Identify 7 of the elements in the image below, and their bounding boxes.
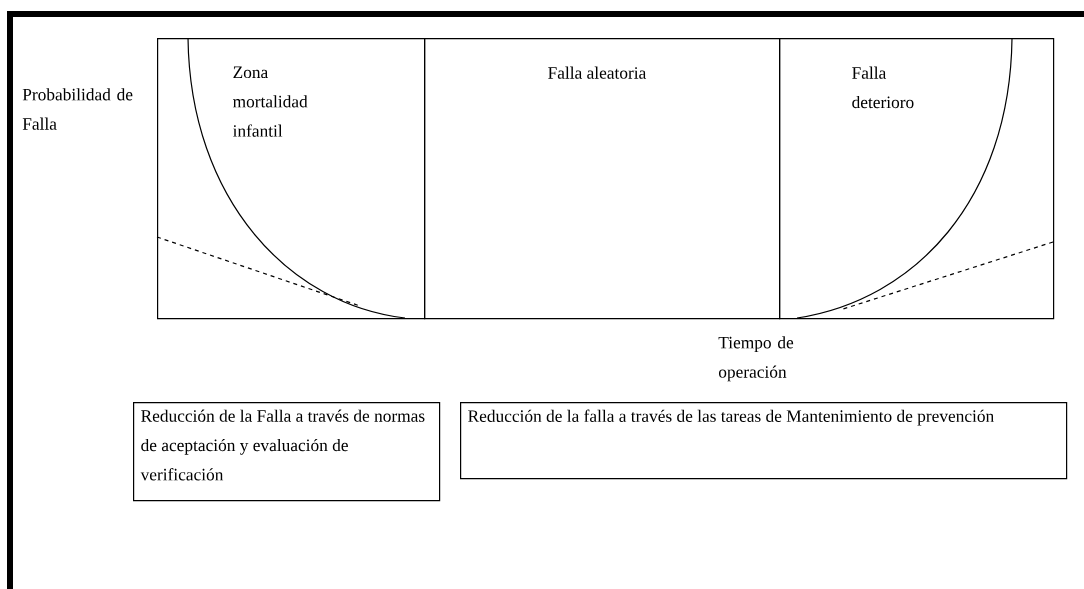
zone-panel: Zona mortalidad infantil	[157, 38, 426, 320]
zone-panel: Falla deterioro	[779, 38, 1055, 320]
note-box: Reducción de la Falla a través de normas de aceptación y evaluación de verificación	[133, 402, 441, 502]
zone-panel: Falla aleatoria	[424, 38, 781, 320]
axis-label: Probabilidad de Falla	[22, 88, 133, 130]
note-box: Reducción de la falla a través de las tareas de Mantenimiento de prevención	[460, 402, 1068, 480]
axis-label: Tiempo de operación	[718, 336, 794, 382]
